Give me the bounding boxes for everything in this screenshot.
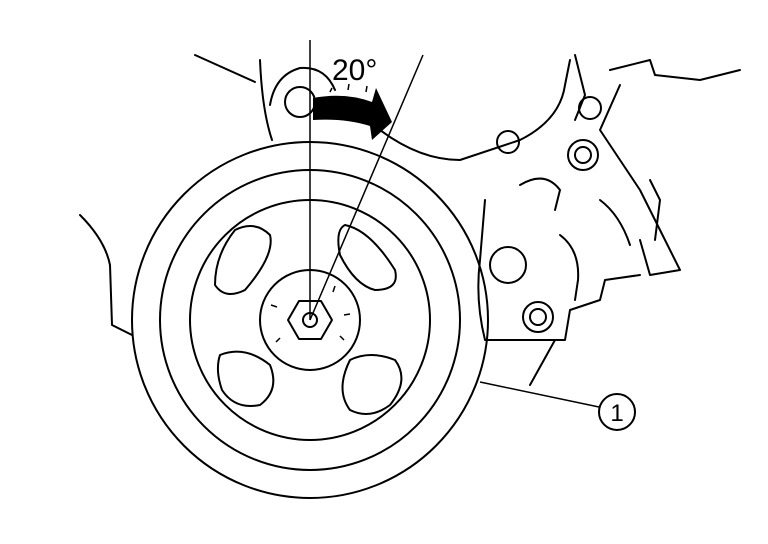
rotation-arrow-icon: [313, 83, 392, 140]
engine-block-outline: [79, 54, 741, 386]
callout-1: 1: [479, 381, 636, 431]
callout-number: 1: [610, 400, 623, 427]
reference-line-rotated: [309, 54, 424, 321]
hex-nut: [287, 300, 333, 340]
angle-label: 20°: [332, 54, 377, 87]
